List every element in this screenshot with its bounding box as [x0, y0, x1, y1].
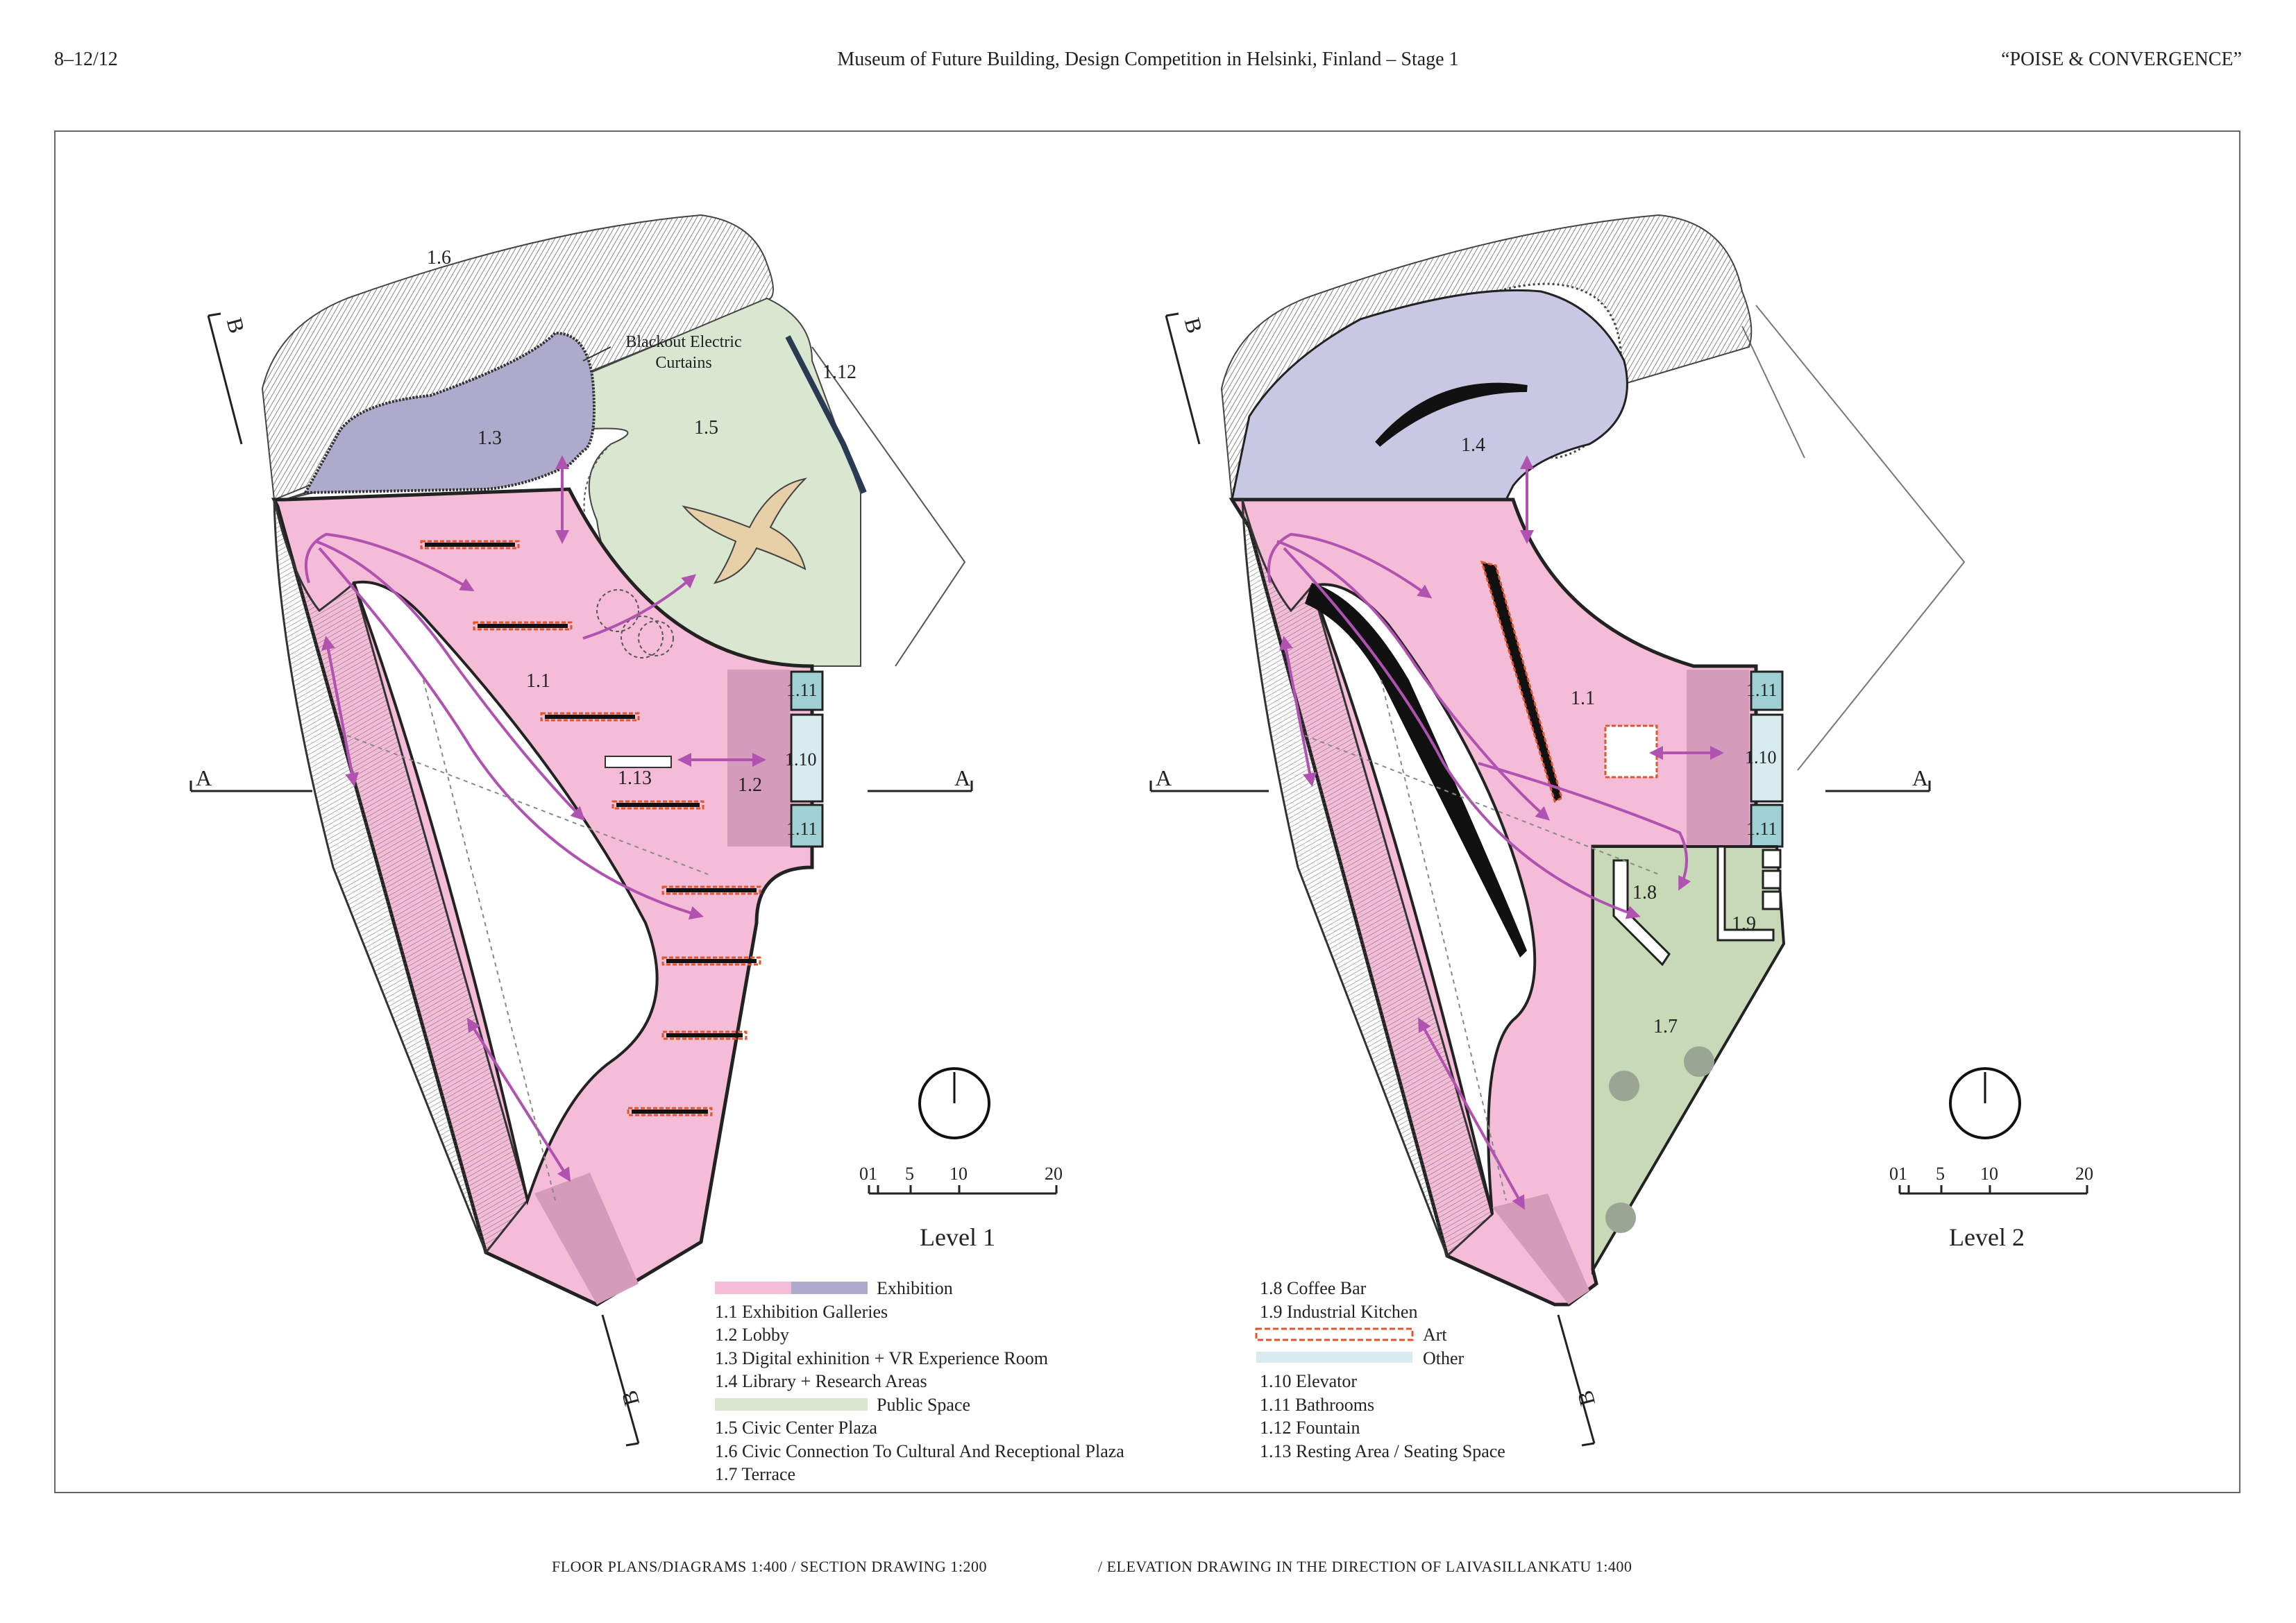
- legend-item: Art: [1423, 1325, 1447, 1345]
- label-1-3: 1.3: [478, 427, 502, 449]
- label-1-11-bottom-l2: 1.11: [1746, 819, 1778, 839]
- plaza-sculpture: [682, 477, 808, 584]
- label-1-11-bottom: 1.11: [786, 819, 818, 839]
- legend-item: 1.2 Lobby: [715, 1325, 789, 1345]
- atrium-void-level-1: [352, 580, 659, 1206]
- legend-item: 1.5 Civic Center Plaza: [715, 1418, 877, 1438]
- scale-tick-5-l1: 5: [905, 1164, 914, 1184]
- bathroom-top-level-2: [1750, 670, 1784, 711]
- legend-item: Exhibition: [877, 1278, 953, 1298]
- north-arrow-l2: [1949, 1067, 2021, 1139]
- scale-tick-10-l1: 10: [949, 1164, 968, 1184]
- label-1-10-l2: 1.10: [1745, 747, 1777, 767]
- legend-item: Other: [1423, 1348, 1464, 1368]
- footer-scales-left: FLOOR PLANS/DIAGRAMS 1:400 / SECTION DRA…: [552, 1558, 988, 1575]
- label-1-4: 1.4: [1461, 434, 1485, 456]
- label-1-2: 1.2: [738, 774, 762, 796]
- section-a-left-l1: A: [196, 765, 212, 790]
- level-2-plan: 1.4 1.1 1.10 1.11 1.11 1.8 1.9 1.7 A A B…: [1149, 214, 2093, 1447]
- visitor-flow-arrows-level-1: [304, 455, 766, 1182]
- project-motto: “POISE & CONVERGENCE”: [2001, 49, 2242, 70]
- legend-item: 1.3 Digital exhinition + VR Experience R…: [715, 1348, 1048, 1368]
- scale-bar-l1: [868, 1185, 1058, 1195]
- legend-item: Public Space: [877, 1394, 971, 1415]
- scale-tick-01-l2: 01: [1889, 1164, 1907, 1184]
- scale-bar-l2: [1898, 1185, 2088, 1195]
- sheet-title: Museum of Future Building, Design Compet…: [837, 49, 1459, 70]
- section-a-left-l2: A: [1156, 765, 1172, 790]
- level-1-plan: 1.6 1.12 1.3 1.5 1.1 1.13 1.2 1.10 1.11 …: [189, 214, 1063, 1447]
- swatch-exhibition-pink: [715, 1282, 791, 1294]
- coffee-bar: [1612, 859, 1671, 967]
- scale-tick-10-l2: 10: [1980, 1164, 1998, 1184]
- scale-tick-01-l1: 01: [859, 1164, 877, 1184]
- swatch-other: [1256, 1352, 1412, 1363]
- legend-item: 1.7 Terrace: [715, 1464, 796, 1484]
- library-research: [1231, 289, 1628, 501]
- legend-item: 1.6 Civic Connection To Cultural And Rec…: [715, 1441, 1124, 1461]
- legend-item: 1.4 Library + Research Areas: [715, 1371, 927, 1391]
- page-number: 8–12/12: [54, 49, 118, 70]
- level-2-title: Level 2: [1949, 1223, 2025, 1251]
- curtains-label-line2: Curtains: [655, 354, 711, 372]
- legend-item: 1.10 Elevator: [1260, 1371, 1358, 1391]
- swatch-art: [1255, 1327, 1414, 1341]
- label-1-8: 1.8: [1632, 882, 1657, 903]
- visitor-flow-arrows-level-2: [1267, 455, 1724, 1210]
- section-b-top-l2: B: [1180, 315, 1208, 336]
- lobby: [727, 670, 790, 847]
- legend-swatches: [715, 1282, 1414, 1411]
- elevator-level-2: [1750, 713, 1784, 803]
- legend-item: 1.13 Resting Area / Seating Space: [1260, 1441, 1505, 1461]
- footer-scales-right: / ELEVATION DRAWING IN THE DIRECTION OF …: [1098, 1558, 1632, 1575]
- scale-tick-5-l2: 5: [1936, 1164, 1945, 1184]
- label-1-9: 1.9: [1732, 913, 1756, 935]
- label-1-10: 1.10: [785, 749, 817, 770]
- swatch-exhibition-purple: [791, 1282, 868, 1294]
- civic-center-plaza: [284, 297, 861, 667]
- section-b-top-l1: B: [222, 315, 250, 336]
- bathroom-bottom-level-1: [790, 804, 824, 848]
- art-opening-level-2: [1604, 724, 1658, 779]
- art-partitions-level-1: [420, 540, 761, 1116]
- legend-item: 1.8 Coffee Bar: [1260, 1278, 1367, 1298]
- legend-left: Exhibition 1.1 Exhibition Galleries 1.2 …: [715, 1277, 1124, 1486]
- swatch-public-space: [715, 1398, 868, 1411]
- label-1-12: 1.12: [822, 362, 856, 383]
- drawing-frame: [54, 130, 2240, 1493]
- section-b-bottom-l2: B: [1572, 1388, 1600, 1409]
- label-1-6: 1.6: [427, 247, 451, 269]
- label-1-7: 1.7: [1653, 1016, 1678, 1037]
- fountain-outline: [811, 346, 966, 667]
- legend-item: 1.11 Bathrooms: [1260, 1394, 1375, 1415]
- section-a-right-l1: A: [954, 765, 970, 790]
- label-1-13: 1.13: [618, 767, 652, 789]
- label-1-1: 1.1: [526, 670, 550, 692]
- north-arrow-l1: [918, 1067, 990, 1139]
- legend-item: 1.12 Fountain: [1260, 1418, 1360, 1438]
- scale-tick-20-l1: 20: [1045, 1164, 1063, 1184]
- legend-item: 1.1 Exhibition Galleries: [715, 1301, 888, 1322]
- legend-right: 1.8 Coffee Bar 1.9 Industrial Kitchen Ar…: [1260, 1277, 1505, 1463]
- industrial-kitchen: [1716, 845, 1775, 942]
- label-1-5: 1.5: [694, 417, 718, 439]
- curtains-label-line1: Blackout Electric: [625, 333, 741, 351]
- bathroom-top-level-1: [790, 670, 824, 711]
- terrace-planters: [1605, 1046, 1714, 1233]
- label-1-11-top-l2: 1.11: [1746, 680, 1778, 700]
- label-1-11-top: 1.11: [786, 680, 818, 700]
- resting-bench: [605, 756, 672, 768]
- level-1-title: Level 1: [920, 1223, 995, 1251]
- section-a-right-l2: A: [1912, 765, 1928, 790]
- elevator-level-1: [790, 713, 824, 803]
- label-1-1-l2: 1.1: [1571, 688, 1595, 709]
- section-b-bottom-l1: B: [616, 1388, 644, 1409]
- scale-tick-20-l2: 20: [2075, 1164, 2093, 1184]
- legend-item: 1.9 Industrial Kitchen: [1260, 1301, 1418, 1322]
